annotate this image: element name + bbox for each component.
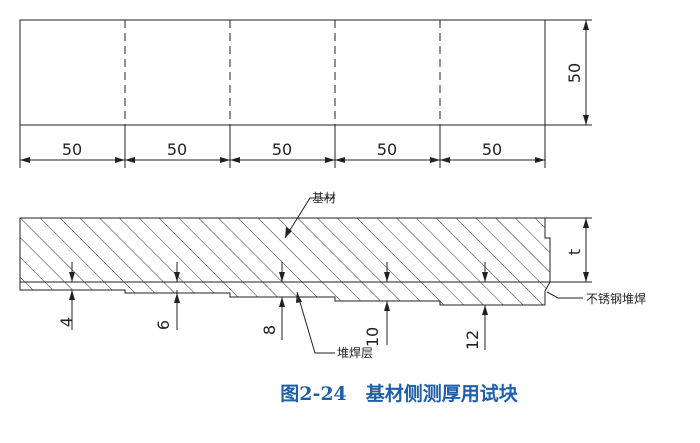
figure-caption: 图2-24 基材侧测厚用试块 xyxy=(280,382,519,405)
top-view xyxy=(19,19,592,168)
segment-width-label-4: 50 xyxy=(377,140,397,159)
layer-thickness-label-1: 4 xyxy=(57,317,76,327)
dimension-arrows xyxy=(20,157,545,163)
layer-marker-2 xyxy=(174,262,180,330)
top-view-labels: 50 50 50 50 50 50 xyxy=(62,63,584,159)
test-block-outline xyxy=(19,19,546,126)
layer-marker-1 xyxy=(69,262,75,330)
layer-thickness-labels: 4 6 8 10 12 xyxy=(57,317,482,350)
layer-thickness-label-4: 10 xyxy=(363,327,382,347)
segment-width-label-1: 50 xyxy=(62,140,82,159)
overlay-layer-label: 堆焊层 xyxy=(337,345,373,360)
layer-marker-5 xyxy=(482,262,488,350)
layer-thickness-label-3: 8 xyxy=(260,325,279,335)
segment-width-label-5: 50 xyxy=(482,140,502,159)
layer-thickness-label-5: 12 xyxy=(463,330,482,350)
base-leader-line xyxy=(284,197,335,239)
leader-lines xyxy=(284,197,583,354)
thickness-label: t xyxy=(565,249,584,255)
base-material xyxy=(19,217,551,283)
section-view xyxy=(19,217,551,306)
weld-overlay-layer xyxy=(19,281,551,306)
segment-width-label-3: 50 xyxy=(272,140,292,159)
layer-marker-3 xyxy=(279,262,285,340)
layer-marker-4 xyxy=(384,262,390,345)
layer-thickness-markers xyxy=(69,262,488,350)
segment-width-label-2: 50 xyxy=(167,140,187,159)
base-material-label: 基材 xyxy=(312,191,336,205)
overlay-leader-line xyxy=(296,291,335,354)
thickness-dimension xyxy=(545,217,592,283)
weld-leader-line xyxy=(546,291,583,299)
layer-thickness-label-2: 6 xyxy=(154,320,173,330)
height-label: 50 xyxy=(565,63,584,83)
weld-material-label: 不锈钢堆焊 xyxy=(586,291,646,306)
